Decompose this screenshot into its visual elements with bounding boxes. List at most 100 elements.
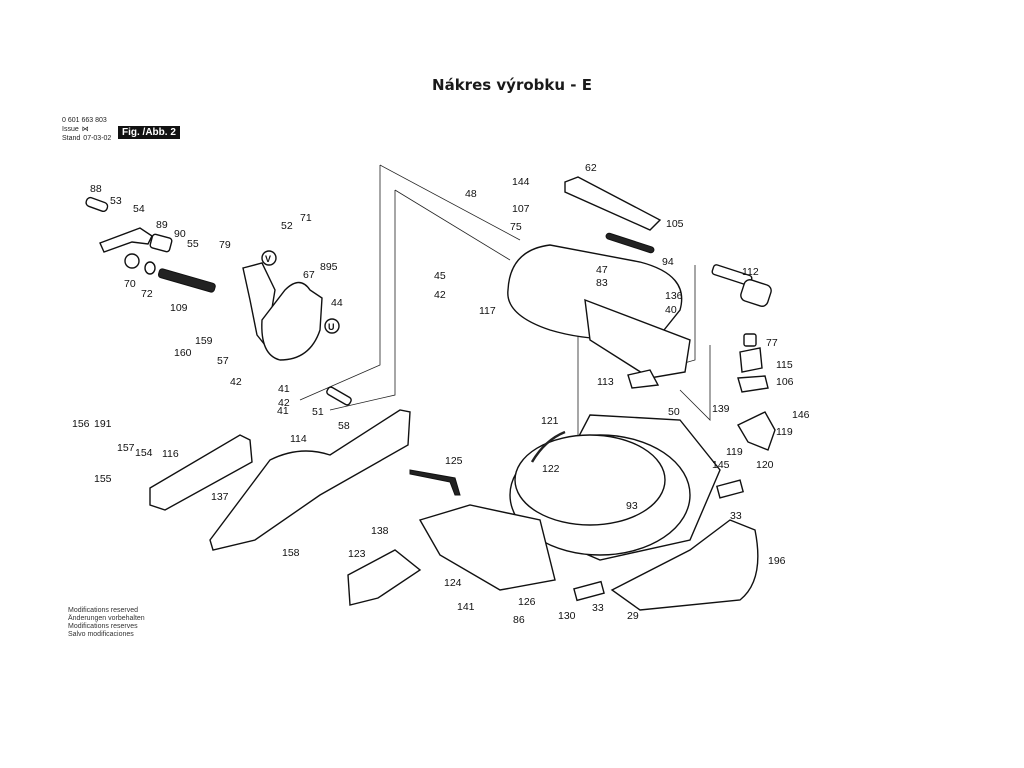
note: Änderungen vorbehalten bbox=[68, 615, 145, 622]
footer-notes: Modifications reserved Änderungen vorbeh… bbox=[68, 607, 145, 639]
part-label-52: 52 bbox=[281, 220, 293, 232]
part-label-117: 117 bbox=[479, 305, 496, 317]
part-label-33: 33 bbox=[730, 510, 742, 522]
throat-plate-196 bbox=[610, 519, 759, 611]
leader-line bbox=[379, 164, 521, 241]
fence-116 bbox=[149, 434, 253, 511]
part-label-62: 62 bbox=[585, 162, 597, 174]
part-label-112: 112 bbox=[742, 266, 759, 278]
part-label-119: 119 bbox=[726, 446, 743, 458]
leader-line bbox=[299, 165, 381, 401]
part-label-126: 126 bbox=[518, 596, 536, 608]
part-label-72: 72 bbox=[141, 288, 153, 300]
guard-44 bbox=[261, 281, 323, 361]
part-label-191: 191 bbox=[94, 418, 112, 430]
bolt-94 bbox=[605, 232, 655, 254]
label-33-b bbox=[573, 580, 605, 602]
part-label-130: 130 bbox=[558, 610, 576, 622]
part-label-116: 116 bbox=[162, 448, 179, 460]
part-label-54: 54 bbox=[133, 203, 145, 215]
front-base bbox=[418, 504, 556, 591]
part-label-86: 86 bbox=[513, 614, 525, 626]
part-label-45: 45 bbox=[434, 270, 446, 282]
part-label-50: 50 bbox=[668, 406, 680, 418]
part-label-41: 41 bbox=[277, 405, 289, 417]
threaded-rod-109 bbox=[157, 268, 216, 293]
part-label-106: 106 bbox=[776, 376, 794, 388]
part-label-93: 93 bbox=[626, 500, 638, 512]
turntable bbox=[509, 434, 691, 556]
part-label-40: 40 bbox=[665, 304, 677, 316]
part-label-154: 154 bbox=[135, 447, 153, 459]
part-label-105: 105 bbox=[666, 218, 684, 230]
part-label-94: 94 bbox=[662, 256, 674, 268]
part-label-109: 109 bbox=[170, 302, 188, 314]
part-label-160: 160 bbox=[174, 347, 192, 359]
circle-v bbox=[261, 250, 277, 266]
sleeve-89 bbox=[149, 233, 173, 253]
part-label-51: 51 bbox=[312, 406, 324, 418]
part-label-90: 90 bbox=[174, 228, 186, 240]
part-label-88: 88 bbox=[90, 183, 102, 195]
fence-114 bbox=[209, 409, 411, 551]
cover-105 bbox=[564, 176, 662, 231]
part-label-47: 47 bbox=[596, 264, 608, 276]
part-label-71: 71 bbox=[300, 212, 312, 224]
part-label-137: 137 bbox=[211, 491, 229, 503]
figure-label: Fig. /Abb. 2 bbox=[118, 126, 180, 139]
lever-120 bbox=[737, 411, 776, 451]
part-label-107: 107 bbox=[512, 203, 530, 215]
part-label-53: 53 bbox=[110, 195, 122, 207]
part-label-155: 155 bbox=[94, 473, 112, 485]
part-label-42: 42 bbox=[278, 397, 290, 409]
part-label-79: 79 bbox=[219, 239, 231, 251]
part-label-136: 136 bbox=[665, 290, 683, 302]
clamp-113 bbox=[627, 369, 660, 389]
part-label-138: 138 bbox=[371, 525, 389, 537]
part-label-122: 122 bbox=[542, 463, 560, 475]
washer-72 bbox=[144, 261, 156, 275]
page-title: Nákres výrobku - E bbox=[432, 76, 592, 94]
part-label-157: 157 bbox=[117, 442, 135, 454]
part-label-119: 119 bbox=[776, 426, 793, 438]
block-77 bbox=[743, 333, 757, 347]
part-label-55: 55 bbox=[187, 238, 199, 250]
note: Modifications reserves bbox=[68, 623, 138, 630]
part-label-113: 113 bbox=[597, 376, 614, 388]
issue-label: Issue bbox=[62, 126, 79, 133]
part-label-145: 145 bbox=[712, 459, 730, 471]
part-label-141: 141 bbox=[457, 601, 475, 613]
part-label-114: 114 bbox=[290, 433, 307, 445]
pin-58 bbox=[326, 386, 352, 406]
part-label-70: 70 bbox=[124, 278, 136, 290]
bracket-115 bbox=[739, 347, 763, 373]
callout-u: U bbox=[328, 322, 335, 332]
part-label-196: 196 bbox=[768, 555, 786, 567]
part-label-120: 120 bbox=[756, 459, 774, 471]
plate-106 bbox=[737, 375, 769, 393]
part-label-125: 125 bbox=[445, 455, 463, 467]
handle-54 bbox=[99, 227, 153, 253]
part-label-115: 115 bbox=[776, 359, 793, 371]
part-label-121: 121 bbox=[541, 415, 559, 427]
part-label-29: 29 bbox=[627, 610, 639, 622]
part-label-75: 75 bbox=[510, 221, 522, 233]
part-label-77: 77 bbox=[766, 337, 778, 349]
part-label-144: 144 bbox=[512, 176, 530, 188]
rail-113-area bbox=[584, 298, 691, 379]
part-label-123: 123 bbox=[348, 548, 366, 560]
circle-u bbox=[324, 318, 340, 334]
note: Salvo modificaciones bbox=[68, 631, 134, 638]
seal-121 bbox=[530, 430, 566, 463]
date: 07-03-02 bbox=[83, 135, 112, 142]
part-label-42: 42 bbox=[230, 376, 242, 388]
part-number: 0 601 663 803 bbox=[62, 117, 107, 124]
wrench-125 bbox=[409, 469, 461, 496]
extension-123 bbox=[347, 549, 422, 606]
stand-label: Stand bbox=[62, 135, 81, 142]
part-label-139: 139 bbox=[712, 403, 730, 415]
leader-line bbox=[329, 190, 396, 411]
bolt-88 bbox=[85, 196, 109, 213]
